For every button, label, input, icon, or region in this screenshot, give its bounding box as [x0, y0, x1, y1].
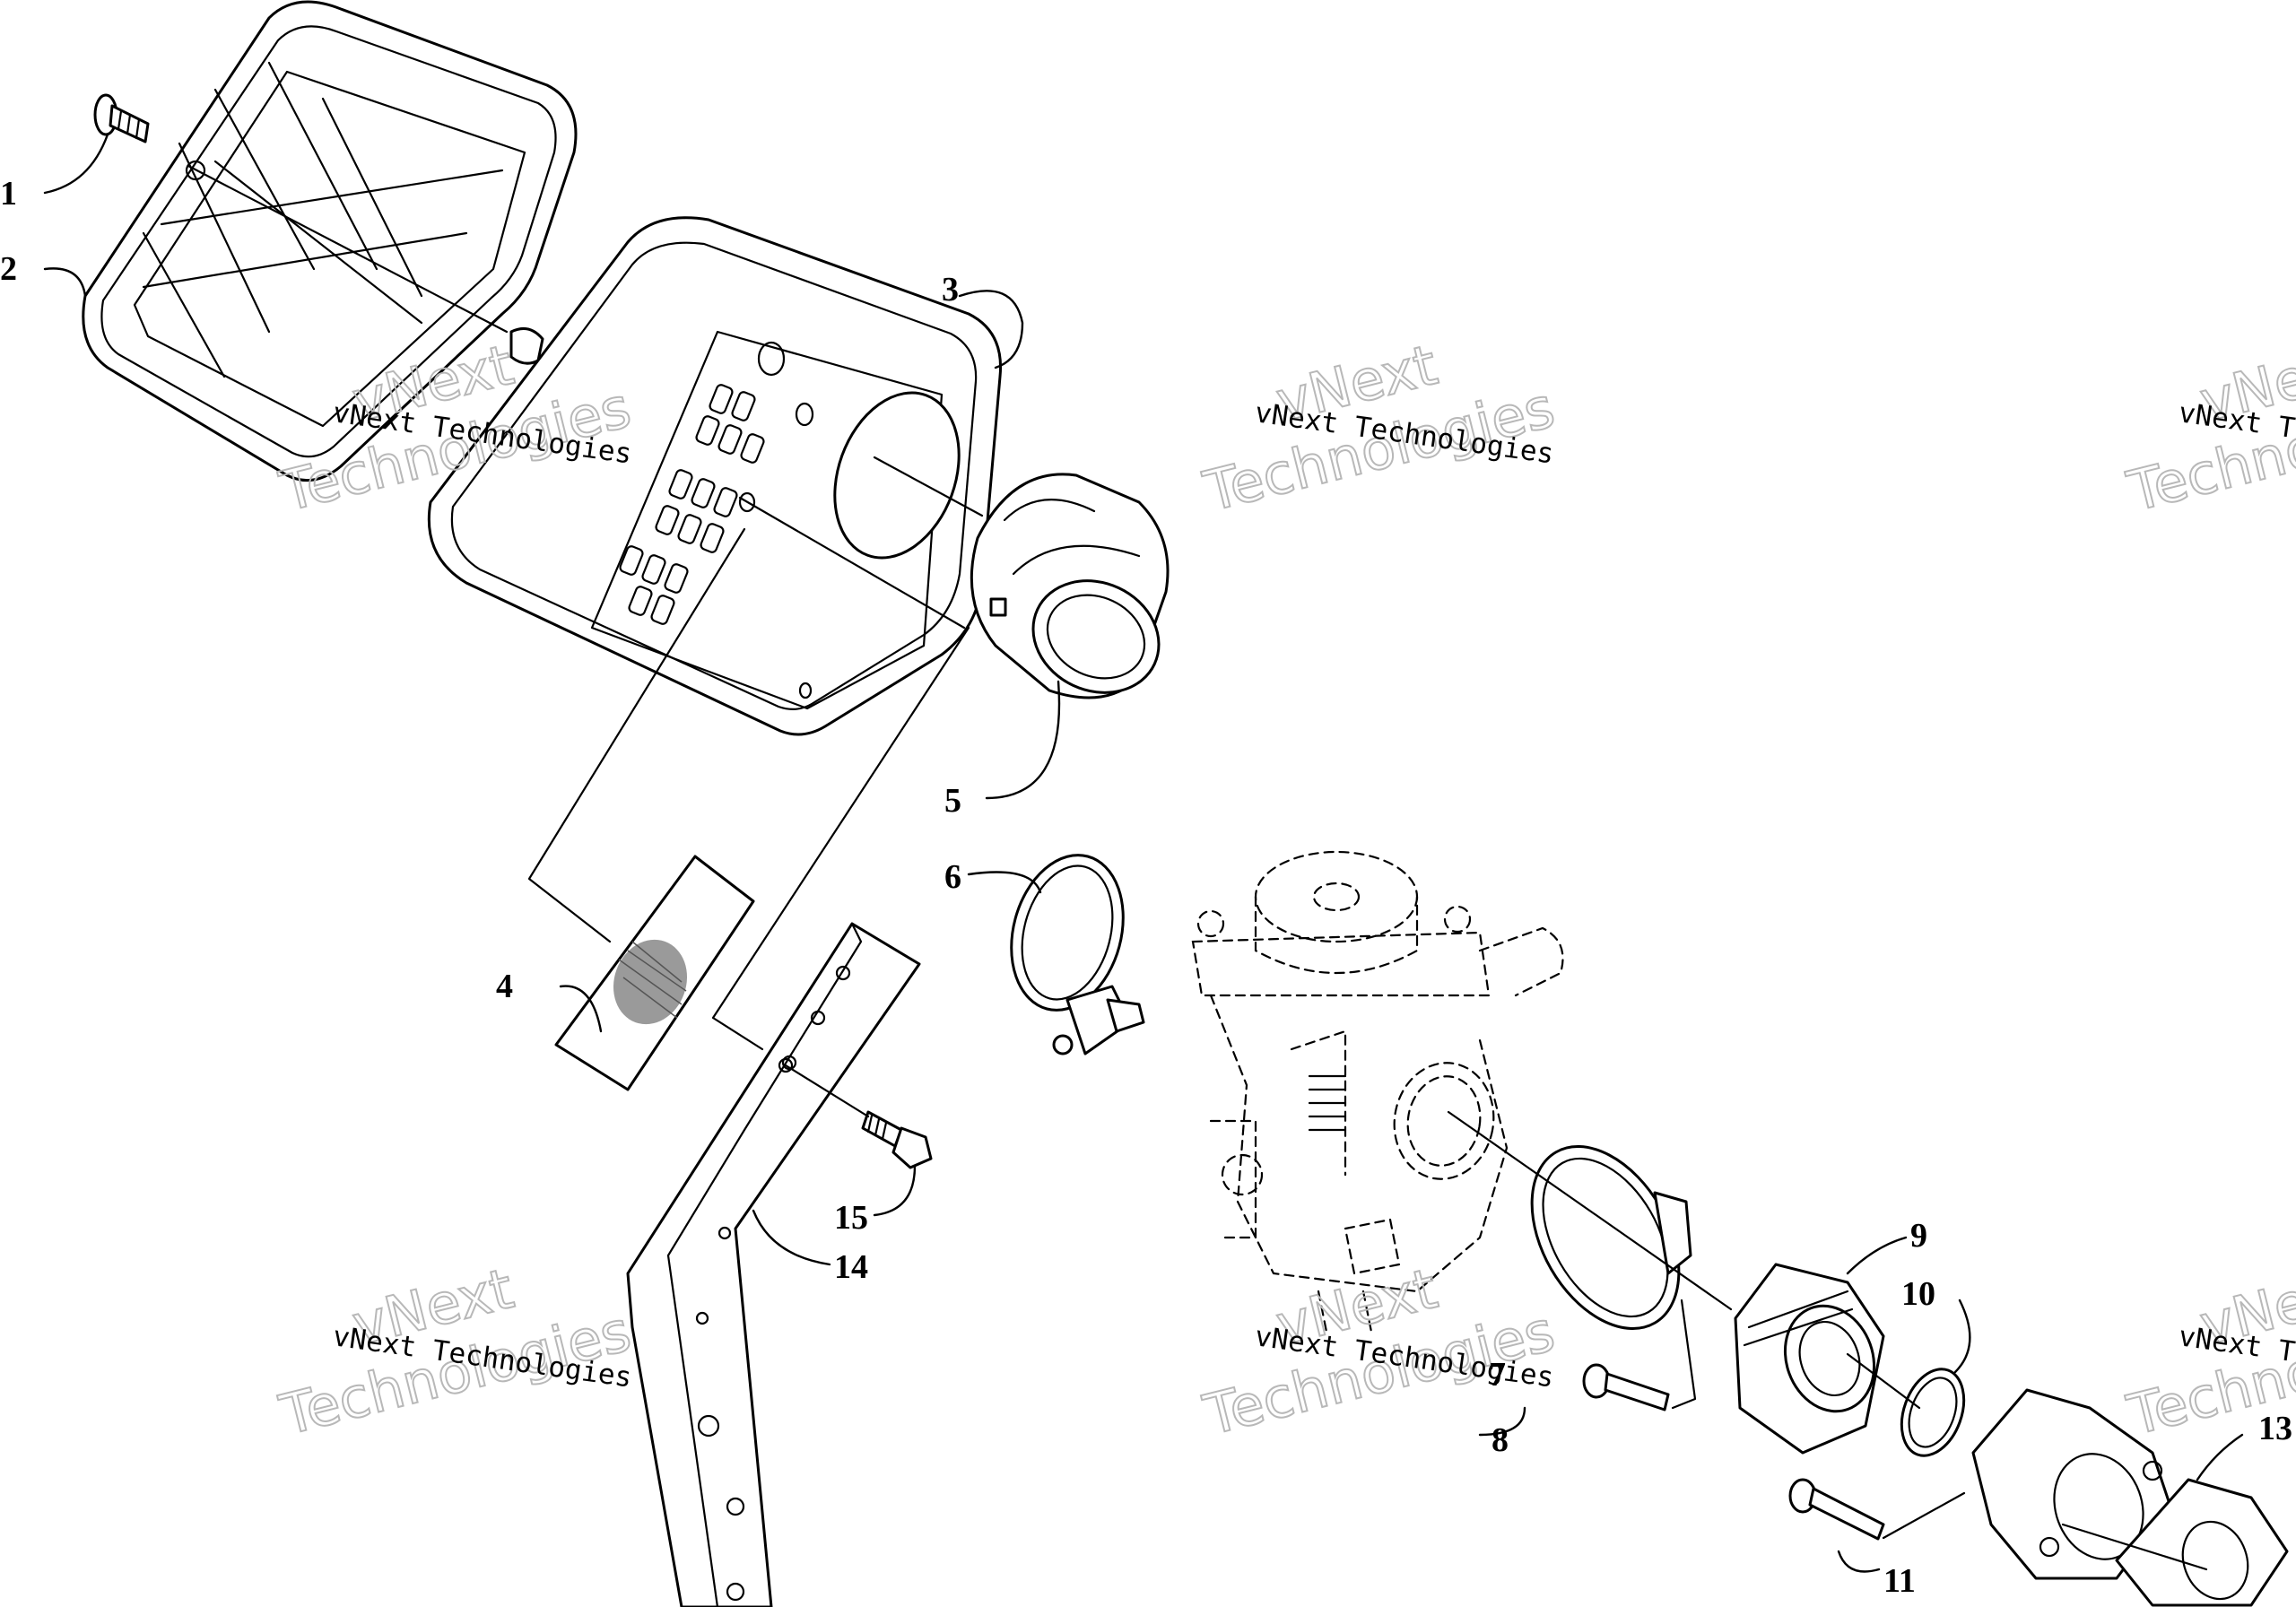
leader-lines [43, 133, 2244, 1573]
part-10-o-ring [1900, 1368, 1966, 1457]
part-8-screw [1582, 1363, 1670, 1412]
callout-15: 15 [834, 1199, 868, 1237]
part-6-clamp [1010, 854, 1145, 1055]
callout-4: 4 [496, 968, 513, 1005]
callout-13: 13 [2258, 1410, 2292, 1447]
watermark-3: vNext Technologies vNext Technologies [2120, 331, 2296, 526]
part-13-gasket [2115, 1478, 2289, 1607]
callout-1: 1 [0, 175, 17, 213]
callout-6: 6 [944, 858, 961, 896]
callout-11: 11 [1883, 1562, 1916, 1600]
callout-9: 9 [1910, 1217, 1927, 1255]
carburetor-outline [1191, 850, 1564, 1338]
callout-2: 2 [0, 250, 17, 288]
part-3-airbox-housing [427, 216, 1003, 736]
part-4-screen [554, 855, 755, 1091]
part-2-airbox-cover [82, 0, 578, 482]
part-11-screw [1788, 1478, 1885, 1541]
watermark-2: vNext Technologies vNext Technologies [1196, 331, 1561, 526]
part-7-clamp [1530, 1145, 1692, 1330]
part-14-mounting-bracket [626, 922, 921, 1607]
watermark-4: vNext Technologies vNext Technologies [273, 1255, 638, 1449]
callout-10: 10 [1901, 1275, 1935, 1313]
callout-7: 7 [1489, 1356, 1506, 1394]
callout-3: 3 [942, 271, 959, 308]
callout-14: 14 [834, 1248, 868, 1286]
part-9-intake-adapter [1734, 1263, 1885, 1455]
part-5-intake-boot [970, 473, 1170, 699]
part-1-screw [93, 93, 150, 143]
watermark-5: vNext Technologies vNext Technologies [1196, 1255, 1561, 1449]
callout-8: 8 [1492, 1421, 1509, 1459]
callout-labels: 1 2 3 4 5 6 7 8 9 10 11 13 14 15 [0, 175, 2292, 1600]
part-15-bolt [861, 1110, 933, 1169]
callout-5: 5 [944, 782, 961, 820]
